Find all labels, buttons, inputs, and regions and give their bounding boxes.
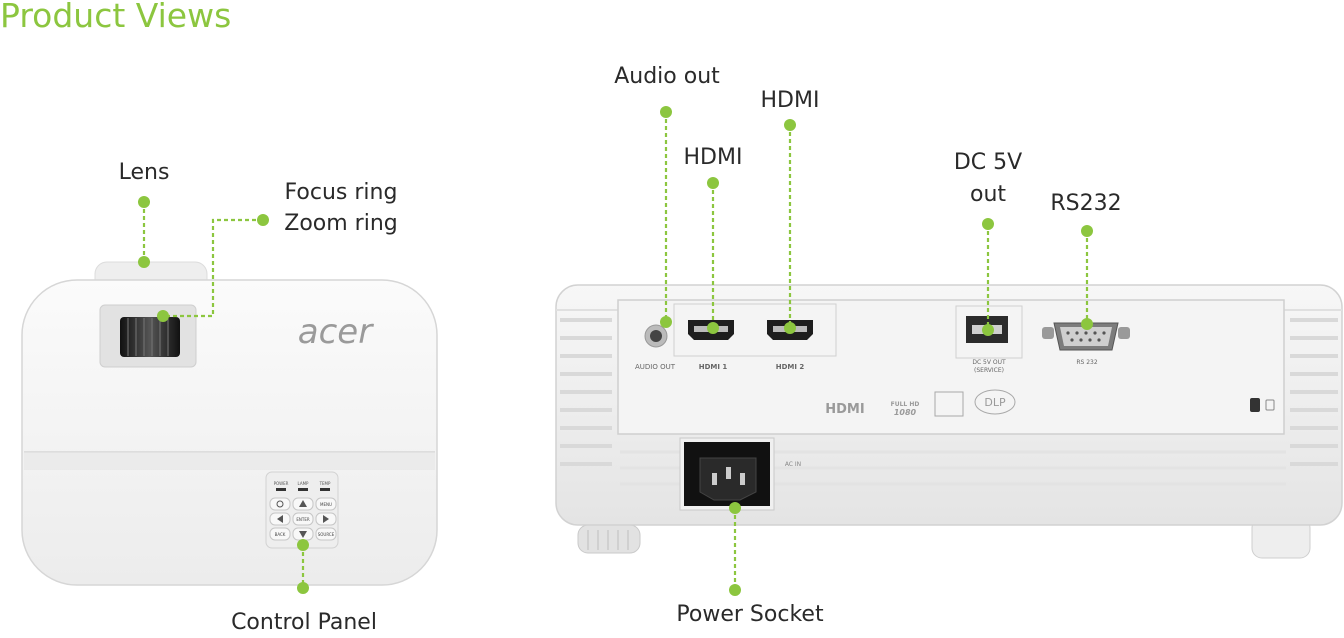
power-icon	[276, 500, 284, 508]
label-lens: Lens	[118, 160, 170, 185]
label-dc5v-line2: out	[969, 182, 1007, 207]
kensington-lock-icon	[1250, 398, 1260, 412]
label-power-socket: Power Socket	[676, 602, 824, 627]
cp-power-button	[269, 497, 291, 511]
lock-icon	[1265, 399, 1275, 411]
arrow-up-icon	[299, 500, 307, 507]
svg-text:DLP: DLP	[984, 396, 1006, 409]
svg-text:DC 5V OUT: DC 5V OUT	[972, 359, 1006, 366]
svg-text:LAMP: LAMP	[298, 481, 310, 486]
svg-text:1080: 1080	[894, 408, 917, 417]
3d-badge-icon	[934, 391, 964, 417]
dlp-logo	[974, 389, 1016, 415]
svg-text:AUDIO OUT: AUDIO OUT	[635, 363, 676, 371]
projector-rear-view: AUDIO OUT HDMI 1 HDMI 2 DC 5V OUT (SERVI…	[555, 284, 1343, 559]
hdmi-bay	[673, 303, 837, 357]
cp-menu-button	[315, 497, 337, 511]
label-hdmi-1: HDMI	[683, 145, 743, 170]
label-dc5v-line1: DC 5V	[953, 150, 1023, 175]
page-title: Product Views	[0, 0, 232, 35]
svg-text:ENTER: ENTER	[296, 517, 309, 522]
callout-lines	[142, 112, 1089, 590]
svg-text:HDMI 1: HDMI 1	[699, 363, 728, 371]
svg-text:RS 232: RS 232	[1076, 359, 1098, 366]
svg-text:BACK: BACK	[275, 532, 286, 537]
arrow-down-icon	[299, 531, 307, 538]
lens	[120, 317, 180, 357]
arrow-left-icon	[277, 515, 283, 523]
callout-dots	[138, 106, 1093, 596]
label-audio-out: Audio out	[614, 64, 720, 89]
svg-text:FULL HD: FULL HD	[891, 401, 920, 408]
projector-top-view: acer POWER LAMP TEMP MENU ENTER	[21, 261, 438, 586]
cp-back-button	[269, 527, 291, 541]
cp-source-button	[315, 527, 337, 541]
cp-enter-button	[292, 512, 314, 526]
svg-text:SOURCE: SOURCE	[318, 532, 335, 537]
svg-text:HDMI 2: HDMI 2	[776, 363, 805, 371]
rs232-port	[1042, 322, 1130, 351]
label-focus-ring: Focus ring	[284, 180, 398, 205]
projector-body	[21, 279, 438, 586]
hdmi-logo: HDMI	[825, 402, 864, 417]
label-control-panel: Control Panel	[231, 610, 377, 635]
adjustable-foot	[577, 524, 641, 554]
label-rs232: RS232	[1050, 191, 1122, 216]
svg-text:POWER: POWER	[274, 481, 289, 486]
label-hdmi-2: HDMI	[760, 88, 820, 113]
svg-text:AC IN: AC IN	[785, 461, 801, 468]
svg-text:MENU: MENU	[320, 502, 332, 507]
label-zoom-ring: Zoom ring	[284, 211, 398, 236]
acer-logo: acer	[298, 312, 374, 352]
svg-text:TEMP: TEMP	[319, 481, 331, 486]
arrow-right-icon	[323, 515, 329, 523]
control-panel: POWER LAMP TEMP MENU ENTER BACK SOURCE	[265, 471, 339, 549]
svg-text:(SERVICE): (SERVICE)	[974, 367, 1004, 374]
